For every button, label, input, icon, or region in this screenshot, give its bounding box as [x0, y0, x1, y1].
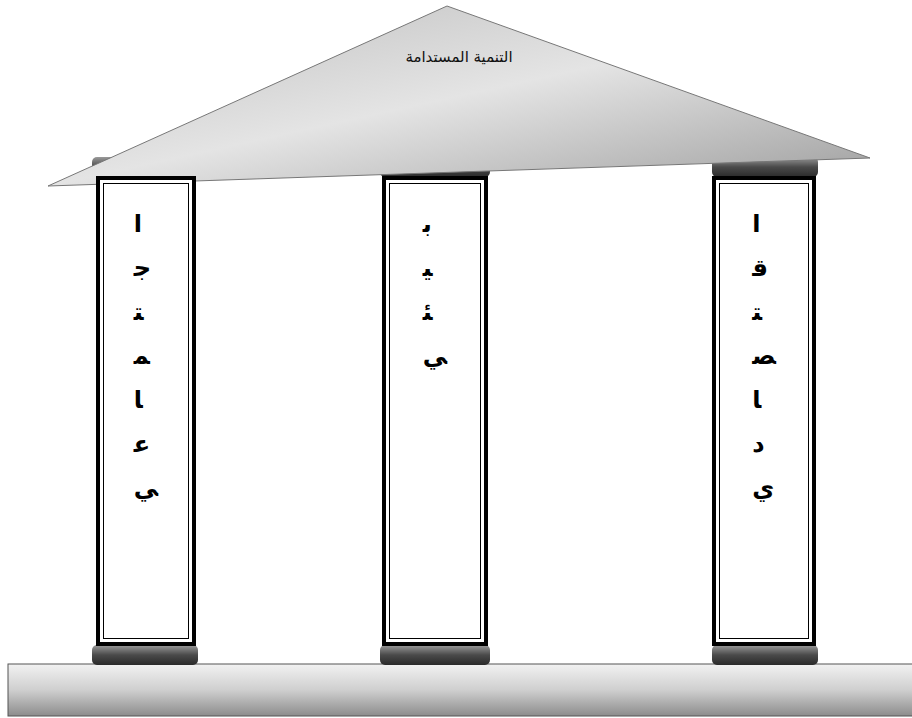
pillar-column: بيئي — [382, 176, 488, 646]
roof-triangle: التنمية المستدامة — [46, 4, 872, 188]
pillar-label: اقتصادي — [752, 202, 765, 510]
pillar-column: اجتماعي — [96, 176, 196, 646]
pillar-label: اجتماعي — [134, 202, 147, 510]
pillar-label: بيئي — [423, 202, 436, 378]
roof-label: التنمية المستدامة — [46, 48, 872, 66]
roof-shape — [46, 4, 872, 188]
column-base — [380, 645, 490, 665]
pillar-inner-border — [103, 183, 189, 639]
pillar-inner-border — [719, 183, 809, 639]
base-platform — [8, 664, 912, 716]
pillar-column: اقتصادي — [712, 176, 816, 646]
pillar-inner-border — [389, 183, 481, 639]
column-base — [92, 645, 198, 665]
column-base — [712, 645, 818, 665]
